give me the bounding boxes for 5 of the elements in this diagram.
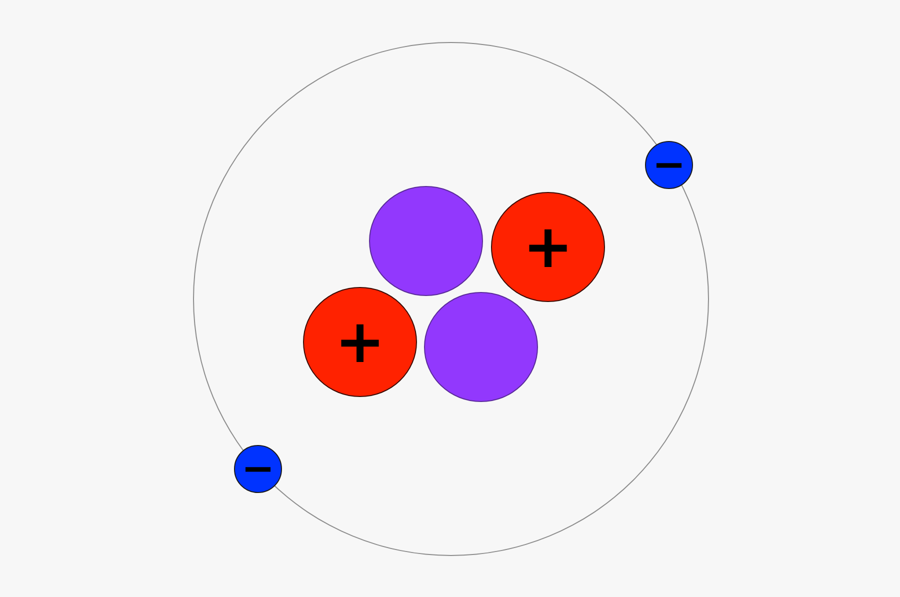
charge-sign: + (522, 217, 574, 277)
charge-sign: − (241, 449, 275, 489)
charge-sign: − (652, 145, 686, 185)
charge-sign: + (334, 312, 386, 372)
orbit-ring (193, 42, 709, 556)
